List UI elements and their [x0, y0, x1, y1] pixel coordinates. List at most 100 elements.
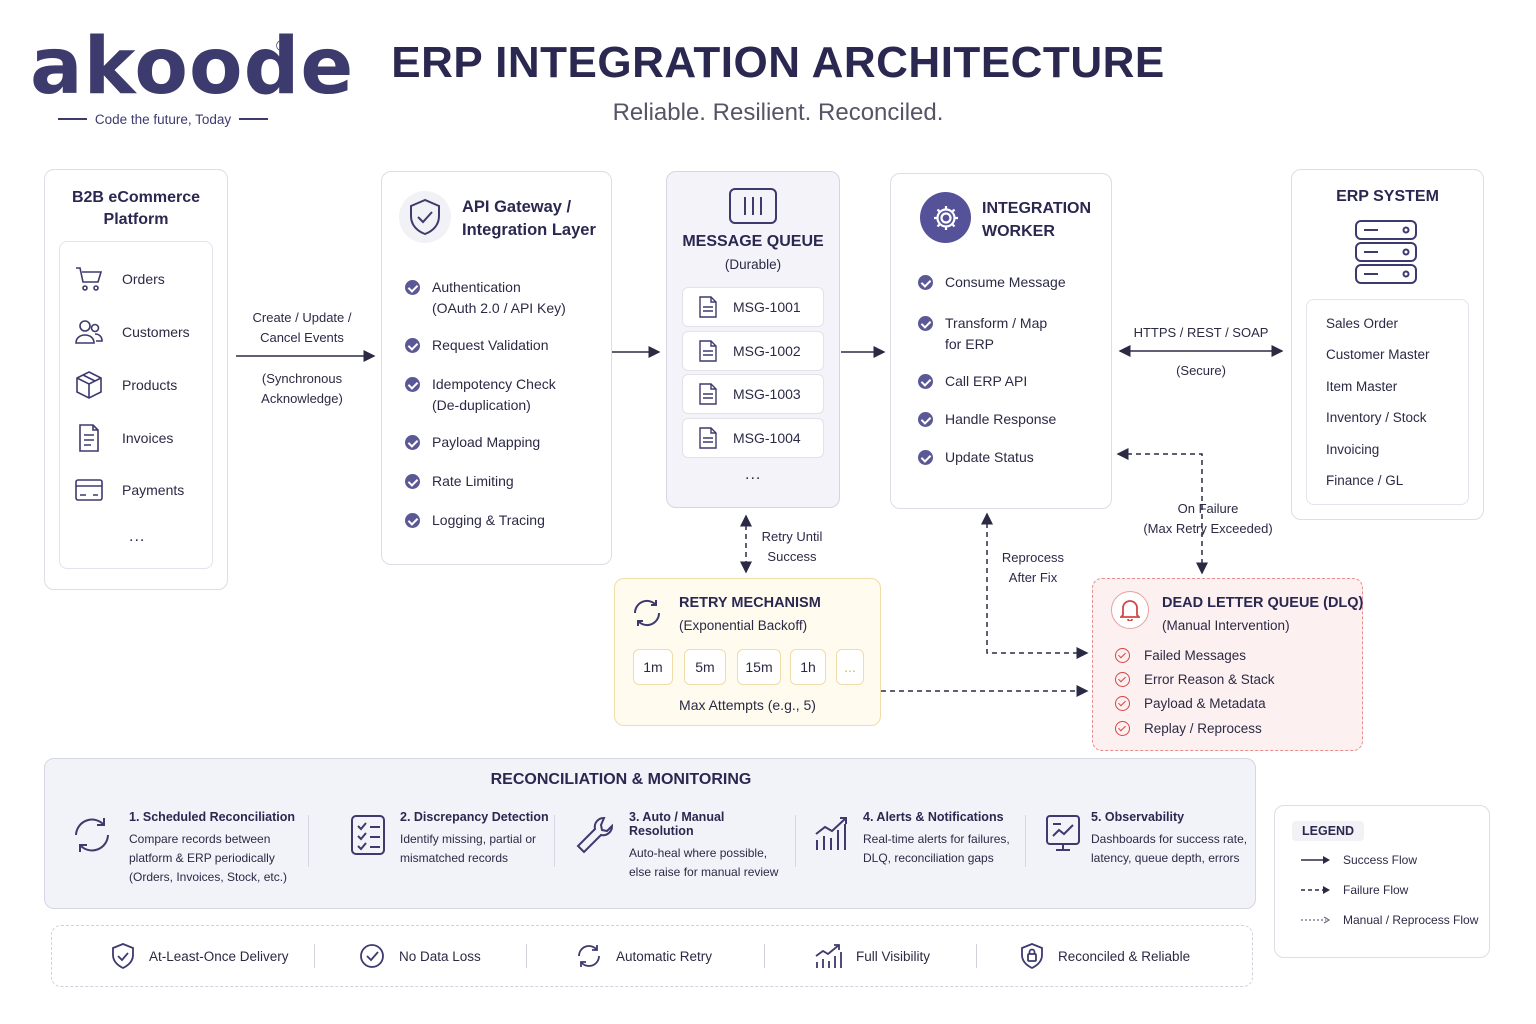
- gateway-item-authentication-label: Authentication: [432, 279, 521, 295]
- check-circle-icon: [1115, 672, 1130, 687]
- entity-payments-label: Payments: [122, 482, 185, 498]
- check-icon: [405, 338, 420, 353]
- ecommerce-entities-panel: [59, 241, 213, 569]
- guarantee-item: Automatic Retry: [576, 941, 712, 971]
- recon-step-scheduled: 1. Scheduled Reconciliation Compare reco…: [129, 810, 299, 888]
- entity-payments: Payments: [74, 475, 184, 505]
- legend-item-label: Manual / Reprocess Flow: [1343, 913, 1479, 927]
- gateway-item-idempotency-label: Idempotency Check: [432, 376, 556, 392]
- recon-step-desc-line: platform & ERP periodically: [129, 851, 275, 866]
- entity-invoices-label: Invoices: [122, 430, 174, 446]
- queue-message[interactable]: MSG-1001: [682, 287, 824, 327]
- retry-until-line2: Success: [767, 548, 817, 564]
- dlq-item: Error Reason & Stack: [1115, 672, 1275, 687]
- erp-modules-panel: [1306, 299, 1469, 505]
- failure-label-line2: (Max Retry Exceeded): [1143, 520, 1273, 536]
- chart-growth-icon: [815, 817, 847, 850]
- guarantee-label: At-Least-Once Delivery: [149, 948, 289, 964]
- recon-step-observability: 5. Observability Dashboards for success …: [1091, 810, 1251, 868]
- retry-interval-chip: 5m: [684, 649, 726, 685]
- shield-check-circle: [399, 191, 451, 243]
- recon-step-title: 2. Discrepancy Detection: [400, 810, 549, 824]
- queue-message-id: MSG-1001: [733, 299, 801, 315]
- ecommerce-platform-card: B2B eCommerce Platform: [44, 169, 228, 590]
- queue-message[interactable]: MSG-1002: [682, 331, 824, 371]
- reprocess-label-line1: Reprocess: [1001, 550, 1065, 565]
- document-icon: [699, 383, 717, 405]
- guarantee-item: At-Least-Once Delivery: [111, 941, 289, 971]
- divider: [976, 944, 977, 968]
- legend-item-label: Success Flow: [1343, 853, 1418, 867]
- divider: [554, 815, 555, 867]
- entities-more: ...: [129, 528, 146, 545]
- queue-message[interactable]: MSG-1004: [682, 418, 824, 458]
- guarantee-label: Reconciled & Reliable: [1058, 948, 1191, 964]
- document-icon: [699, 296, 717, 318]
- chart-growth-icon: [815, 944, 842, 968]
- message-queue-subtitle: (Durable): [724, 257, 782, 272]
- recon-step-desc-line: (Orders, Invoices, Stock, etc.): [129, 870, 288, 885]
- gateway-item-authentication-detail: (OAuth 2.0 / API Key): [432, 300, 566, 316]
- ecommerce-title: B2B eCommerce Platform: [45, 187, 227, 232]
- legend-item-success: Success Flow: [1301, 853, 1417, 867]
- queue-more: ...: [745, 466, 762, 483]
- guarantee-item: No Data Loss: [359, 941, 481, 971]
- check-circle-icon: [1115, 648, 1130, 663]
- dlq-item-label: Error Reason & Stack: [1144, 672, 1275, 687]
- queue-message-id: MSG-1002: [733, 343, 801, 359]
- queue-message[interactable]: MSG-1003: [682, 374, 824, 414]
- erp-secure-label: (Secure): [1176, 363, 1226, 378]
- check-icon: [405, 513, 420, 528]
- worker-step-transform-label: Transform / Map: [945, 315, 1048, 331]
- erp-module: Customer Master: [1326, 347, 1430, 362]
- queue-icon: [729, 188, 777, 224]
- recon-step-resolution: 3. Auto / Manual Resolution Auto-heal wh…: [629, 810, 789, 882]
- sync-icon: [75, 818, 109, 852]
- check-icon: [405, 280, 420, 295]
- dlq-item: Failed Messages: [1115, 648, 1246, 663]
- check-icon: [405, 377, 420, 392]
- divider: [764, 944, 765, 968]
- gateway-item-request-validation: Request Validation: [405, 335, 548, 356]
- invoice-icon: [79, 424, 99, 452]
- shield-check-icon: [112, 943, 134, 969]
- page-subtitle: Reliable. Resilient. Reconciled.: [612, 99, 944, 126]
- check-icon: [405, 474, 420, 489]
- gateway-item-request-validation-label: Request Validation: [432, 337, 549, 353]
- recon-step-desc-line: Real-time alerts for failures,: [863, 832, 1010, 846]
- worker-title-line2: WORKER: [982, 223, 1055, 241]
- arrow-failure-to-dlq: [1116, 448, 1208, 575]
- erp-module: Sales Order: [1326, 316, 1399, 331]
- worker-step-update-status-label: Update Status: [945, 449, 1034, 465]
- document-icon: [699, 340, 717, 362]
- legend-item-manual: Manual / Reprocess Flow: [1301, 913, 1478, 927]
- dlq-title: DEAD LETTER QUEUE (DLQ): [1162, 595, 1364, 611]
- gateway-item-payload-mapping-label: Payload Mapping: [432, 434, 541, 450]
- brand-logo: akoode: [30, 22, 355, 112]
- divider: [795, 815, 796, 867]
- worker-step-consume-label: Consume Message: [945, 274, 1066, 290]
- erp-system-title: ERP SYSTEM: [1336, 188, 1439, 205]
- guarantee-label: Full Visibility: [856, 948, 931, 964]
- card-icon: [75, 479, 103, 501]
- erp-module: Finance / GL: [1326, 473, 1404, 488]
- gateway-item-payload-mapping: Payload Mapping: [405, 432, 540, 453]
- recon-step-desc-line: DLQ, reconciliation gaps: [863, 851, 994, 866]
- dashboard-icon: [1046, 815, 1080, 851]
- ack-flow-line2: Acknowledge): [261, 390, 343, 406]
- erp-system-card: [1291, 169, 1484, 520]
- entity-customers-label: Customers: [122, 324, 190, 340]
- worker-title: INTEGRATION WORKER: [982, 197, 1091, 243]
- gateway-item-rate-limiting: Rate Limiting: [405, 471, 514, 492]
- entity-invoices: Invoices: [74, 423, 173, 453]
- divider: [314, 944, 315, 968]
- divider: [1025, 815, 1026, 867]
- retry-until-label: Retry Until Success: [756, 527, 828, 566]
- dlq-subtitle: (Manual Intervention): [1162, 618, 1290, 633]
- page-title: ERP INTEGRATION ARCHITECTURE: [391, 38, 1165, 87]
- reconciliation-title: RECONCILIATION & MONITORING: [490, 771, 752, 788]
- recon-step-title: 1. Scheduled Reconciliation: [129, 810, 296, 824]
- gateway-item-idempotency: Idempotency Check(De-duplication): [405, 374, 556, 416]
- retry-interval-chip: 1m: [633, 649, 673, 685]
- check-icon: [918, 374, 933, 389]
